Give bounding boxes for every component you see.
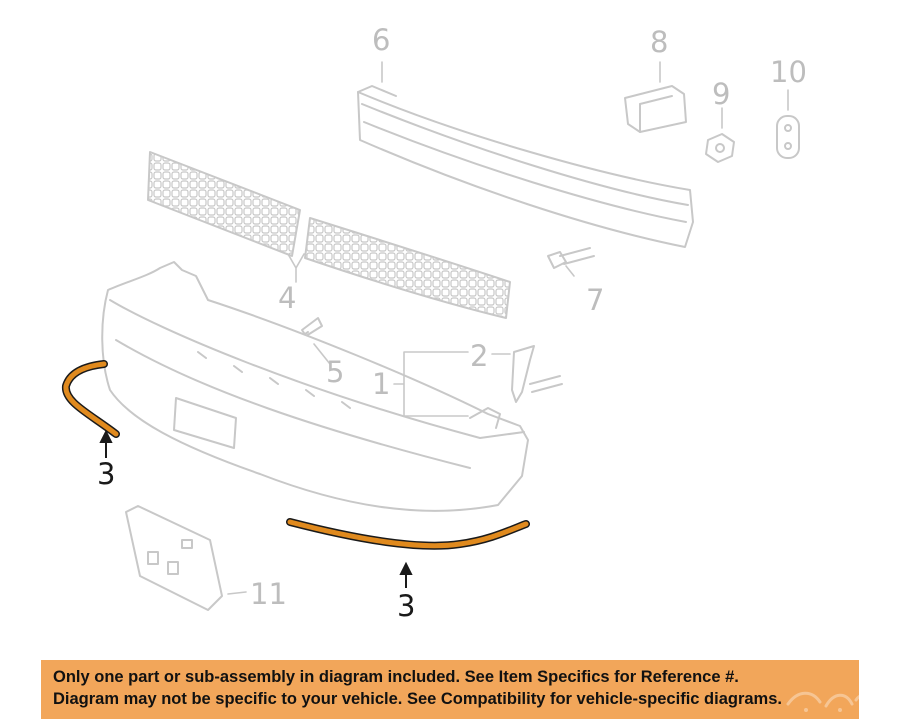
callout-2: 2: [470, 339, 489, 373]
watermark-logo: [786, 691, 870, 712]
callout-6: 6: [372, 23, 391, 57]
callout-9: 9: [712, 77, 731, 111]
callout-11: 11: [250, 577, 287, 611]
disclaimer-line-2: Diagram may not be specific to your vehi…: [53, 690, 782, 708]
bracket-part-8: [624, 85, 687, 133]
callout-7: 7: [586, 283, 605, 317]
retainer-part-10: [776, 115, 800, 159]
callout-3-bottom: 3: [397, 589, 416, 623]
grille-right-part-4: [304, 217, 511, 319]
leader-lines: [227, 61, 789, 595]
bracket-part-2: [511, 345, 563, 403]
bolt-part-7: [547, 247, 595, 269]
callout-10: 10: [770, 55, 807, 89]
disclaimer-line-1: Only one part or sub-assembly in diagram…: [53, 668, 739, 686]
impact-bar-part-6: [357, 85, 694, 248]
callout-3-left: 3: [97, 457, 116, 491]
disclaimer-banner: Only one part or sub-assembly in diagram…: [41, 660, 859, 719]
callout-1: 1: [372, 367, 391, 401]
callout-4: 4: [278, 281, 297, 315]
bumper-cover: [101, 261, 529, 512]
callout-5: 5: [326, 355, 345, 389]
highlight-leader-arrows: [99, 429, 413, 588]
exploded-view-drawing: [62, 61, 800, 611]
nut-part-9: [705, 133, 735, 163]
callout-8: 8: [650, 25, 669, 59]
grille-left-part-4: [147, 151, 301, 257]
lower-moulding-part-3: [62, 360, 530, 550]
license-bracket-part-11: [125, 505, 223, 611]
